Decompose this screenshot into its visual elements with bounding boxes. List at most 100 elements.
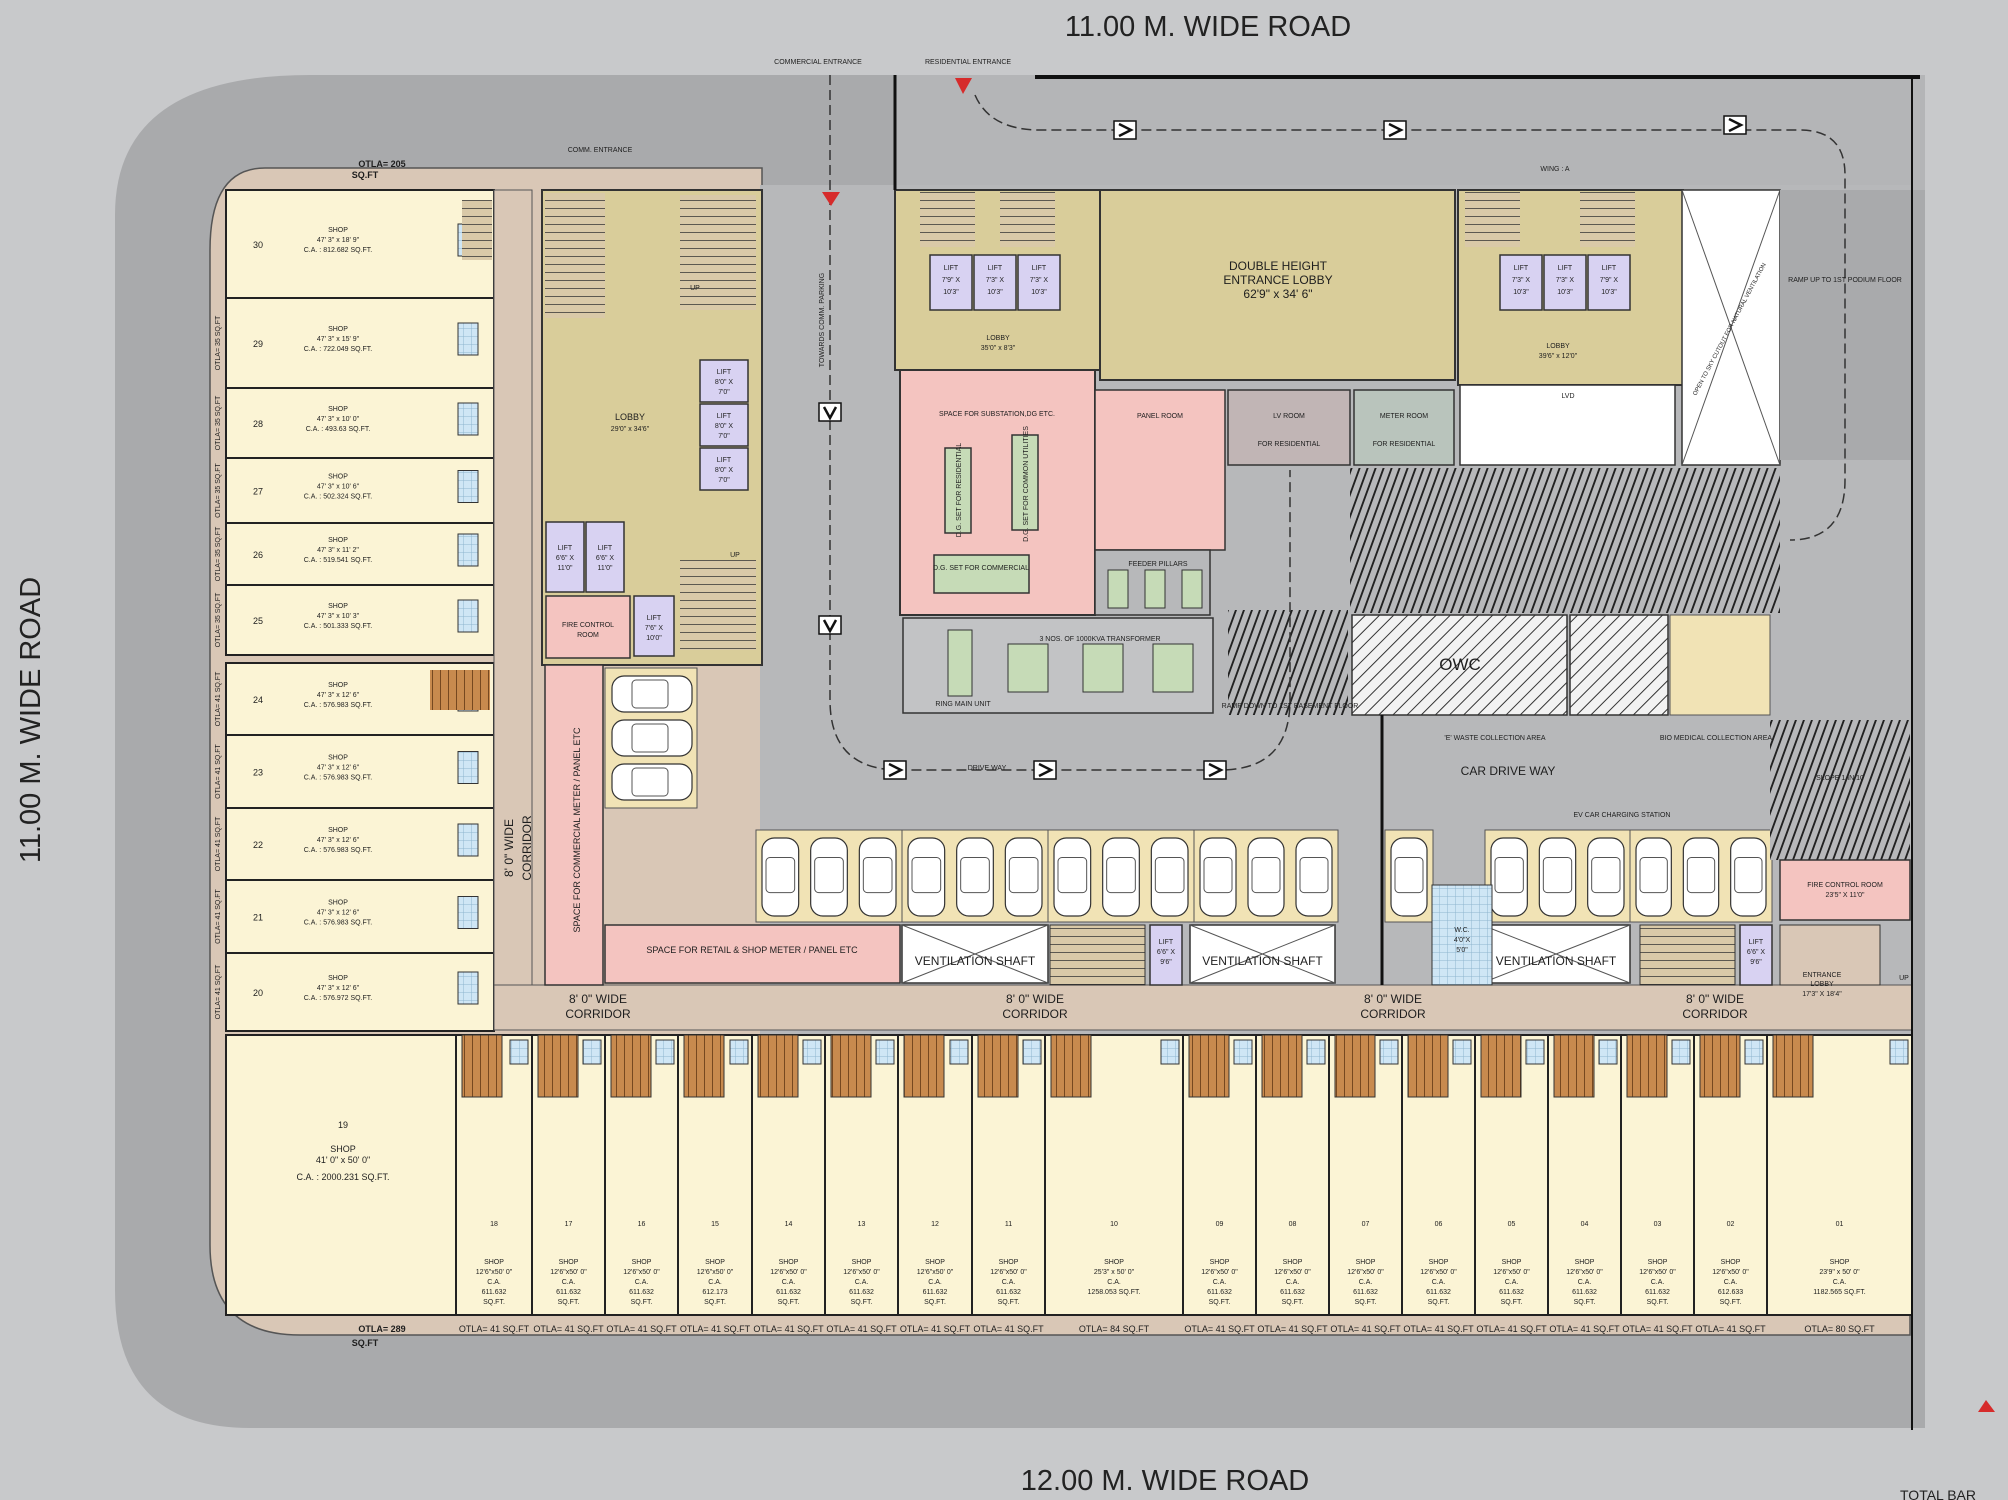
lift-small-mid — [1149, 924, 1183, 986]
bottom-shop-unit: SQ.FT. — [704, 1299, 726, 1306]
bottom-shop-area: 611.632 — [482, 1289, 507, 1296]
car-roof-icon — [1251, 857, 1281, 894]
ev-label: EV CAR CHARGING STATION — [1574, 812, 1671, 819]
bottom-shop-ca: C.A. — [1833, 1279, 1847, 1286]
bottom-shop-ca: C.A. — [487, 1279, 501, 1286]
bottom-shop-number: 17 — [565, 1221, 573, 1228]
res-lift-5-size: 7'3" X — [1556, 277, 1575, 284]
bottom-shop-number: 12 — [931, 1221, 939, 1228]
bottom-shop-word: SHOP — [999, 1259, 1019, 1266]
bottom-shop-otla: OTLA= 41 SQ.FT — [606, 1324, 677, 1334]
slope-label: SLOPE 1 IN 10 — [1816, 775, 1864, 782]
left-shop-word: SHOP — [328, 755, 348, 762]
car-roof-icon — [911, 857, 942, 894]
left-shop-otla: OTLA= 35 SQ.FT — [215, 315, 222, 370]
shop-19-number: 19 — [338, 1120, 348, 1130]
car-roof-icon — [960, 857, 990, 894]
left-shop-size: 47' 3" x 15' 9" — [317, 336, 360, 343]
shop-stair — [903, 1034, 945, 1098]
fire-control-right-size: 23'5" X 11'0" — [1825, 892, 1865, 899]
bottom-shop-otla: OTLA= 41 SQ.FT — [680, 1324, 751, 1334]
left-shop-otla: OTLA= 35 SQ.FT — [215, 592, 222, 647]
bottom-shop-size: 12'6"x50' 0" — [990, 1269, 1027, 1276]
shop-stair — [683, 1034, 725, 1098]
car-roof-icon — [1494, 857, 1524, 894]
shop-19-word: SHOP — [330, 1144, 356, 1154]
bottom-shop-word: SHOP — [1575, 1259, 1595, 1266]
drive-arrow-icon — [1723, 115, 1747, 135]
bottom-shop-word: SHOP — [705, 1259, 725, 1266]
stair-up-label-2: UP — [730, 552, 740, 559]
bottom-shop-ca: C.A. — [1651, 1279, 1665, 1286]
lift-right-label: LIFT — [1749, 939, 1764, 946]
res-lift-2-size-b: 10'3" — [987, 289, 1003, 296]
residential-entrance-label: RESIDENTIAL ENTRANCE — [925, 59, 1011, 66]
car-icon — [1247, 837, 1285, 917]
bottom-shop-number: 03 — [1654, 1221, 1662, 1228]
shop-toilet — [582, 1039, 602, 1065]
ramp-down-label: RAMP DOWN TO 1ST BASEMENT FLOOR — [1222, 703, 1359, 710]
res-lift-6-size-b: 10'3" — [1601, 289, 1617, 296]
bottom-shop-word: SHOP — [1429, 1259, 1449, 1266]
left-shop-number: 22 — [253, 840, 263, 850]
bottom-shop-area: 611.632 — [1280, 1289, 1305, 1296]
left-shop-toilet — [457, 322, 479, 356]
left-shop-number: 24 — [253, 695, 263, 705]
corridor-label-line2: CORRIDOR — [1360, 1007, 1426, 1021]
residential-core — [894, 189, 1781, 466]
bottom-shop-unit: SQ.FT. — [1720, 1299, 1742, 1306]
road-left-label: 11.00 M. WIDE ROAD — [15, 577, 47, 863]
bottom-shop-ca: C.A. — [1002, 1279, 1016, 1286]
commercial-core — [541, 189, 763, 666]
car-icon — [1199, 837, 1237, 917]
bottom-shop-number: 09 — [1216, 1221, 1224, 1228]
bottom-shop-unit: SQ.FT. — [483, 1299, 505, 1306]
left-shop-otla: OTLA= 35 SQ.FT — [215, 395, 222, 450]
wc-size-b: 5'0" — [1456, 947, 1468, 954]
drive-path-top — [974, 94, 1846, 541]
car-roof-icon — [1639, 857, 1668, 894]
left-shop-toilet — [457, 751, 479, 784]
bottom-shop-number: 08 — [1289, 1221, 1297, 1228]
shop-stair — [977, 1034, 1019, 1098]
bottom-shop-otla: OTLA= 41 SQ.FT — [533, 1324, 604, 1334]
shop-toilet — [802, 1039, 822, 1065]
shop-19-area: C.A. : 2000.231 SQ.FT. — [296, 1172, 389, 1182]
left-shop-size: 47' 3" x 18' 9" — [317, 237, 360, 244]
car-roof-icon — [1591, 857, 1621, 894]
drive-arrow-icon — [1113, 120, 1137, 140]
left-shop-word: SHOP — [328, 474, 348, 481]
left-shop-toilet — [457, 470, 479, 503]
bottom-shop-size: 12'6"x50' 0" — [1712, 1269, 1749, 1276]
lift-right-size-b: 9'6" — [1750, 959, 1762, 966]
bottom-shop-size: 12'6"x50' 0" — [1493, 1269, 1530, 1276]
otla-corner-bottom: OTLA= 289 — [358, 1324, 405, 1334]
rmu-label: RING MAIN UNIT — [935, 701, 991, 708]
shop-stair — [1050, 1034, 1092, 1098]
comm-meter-label: SPACE FOR COMMERCIAL METER / PANEL ETC — [572, 727, 582, 933]
corridor-label-line2: CORRIDOR — [1682, 1007, 1748, 1021]
lift-mid-label: LIFT — [1159, 939, 1174, 946]
shop-19 — [225, 1034, 457, 1316]
bottom-shop-otla: OTLA= 41 SQ.FT — [973, 1324, 1044, 1334]
transformer-label: 3 NOS. OF 1000KVA TRANSFORMER — [1039, 636, 1160, 643]
bottom-shop-otla: OTLA= 41 SQ.FT — [900, 1324, 971, 1334]
bottom-shop-ca: C.A. — [1286, 1279, 1300, 1286]
bottom-shop-area: 611.632 — [1572, 1289, 1597, 1296]
res-lift-1-label: LIFT — [944, 265, 959, 272]
car-icon — [956, 837, 994, 917]
car-icon — [611, 763, 693, 801]
bottom-shop-ca: C.A. — [855, 1279, 869, 1286]
bottom-shop-area: 611.632 — [923, 1289, 948, 1296]
bottom-shop-number: 04 — [1581, 1221, 1589, 1228]
left-shop-area: C.A. : 576.983 SQ.FT. — [304, 847, 373, 854]
bottom-shop-otla: OTLA= 41 SQ.FT — [1695, 1324, 1766, 1334]
left-shop-area: C.A. : 576.983 SQ.FT. — [304, 775, 373, 782]
bottom-shop-number: 02 — [1727, 1221, 1735, 1228]
res-lobby-label: LOBBY — [986, 335, 1010, 342]
left-shop-word: SHOP — [328, 326, 348, 333]
bottom-shop-stairs — [461, 1034, 1909, 1098]
right-up-label: UP — [1899, 975, 1909, 982]
toilet-block — [1431, 884, 1493, 986]
